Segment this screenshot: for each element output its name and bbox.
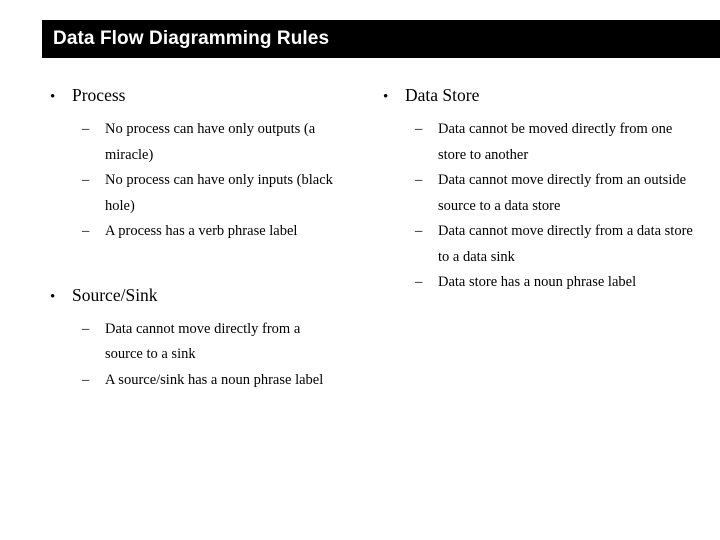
list-item: – No process can have only outputs (a mi… <box>82 117 374 168</box>
list-item: – A process has a verb phrase label <box>82 219 374 245</box>
list-item-label: Data cannot be moved directly from one s… <box>438 121 673 163</box>
bullet-dot-icon: • <box>383 89 389 105</box>
bullet-dot-icon: • <box>50 89 56 105</box>
list-item-label: Data store has a noun phrase label <box>438 274 637 290</box>
sublist-process: – No process can have only outputs (a mi… <box>82 117 374 245</box>
list-item-label: No process can have only inputs (black h… <box>105 172 333 214</box>
list-item-label: No process can have only outputs (a mira… <box>105 121 316 163</box>
bullet-dash-icon: – <box>415 121 423 137</box>
bullet-level1-process: • Process <box>50 84 374 108</box>
bullet-dash-icon: – <box>415 274 423 290</box>
bullet-level1-label: Data Store <box>405 85 480 105</box>
list-item: – Data cannot be moved directly from one… <box>415 117 713 168</box>
list-item-label: A source/sink has a noun phrase label <box>105 371 324 388</box>
list-item: – Data cannot move directly from an outs… <box>415 168 713 219</box>
slide-title-bar: Data Flow Diagramming Rules <box>42 20 720 58</box>
bullet-level1-label: Source/Sink <box>72 284 158 305</box>
page-title: Data Flow Diagramming Rules <box>53 28 330 49</box>
bullet-level1-data-store: • Data Store <box>383 84 713 108</box>
bullet-dash-icon: – <box>415 172 423 188</box>
list-item: – Data cannot move directly from a sourc… <box>82 317 374 368</box>
bullet-dash-icon: – <box>82 320 90 337</box>
slide-body: • Process – No process can have only out… <box>0 58 720 540</box>
sublist-data-store: – Data cannot be moved directly from one… <box>415 117 713 296</box>
list-item: – A source/sink has a noun phrase label <box>82 368 374 394</box>
bullet-dash-icon: – <box>82 121 90 137</box>
bullet-dash-icon: – <box>415 223 423 239</box>
content-column-right: • Data Store – Data cannot be moved dire… <box>377 58 713 296</box>
bullet-level1-label: Process <box>72 85 126 105</box>
bullet-dot-icon: • <box>50 288 56 305</box>
bullet-dash-icon: – <box>82 371 90 388</box>
list-item: – Data store has a noun phrase label <box>415 270 713 296</box>
content-column-left: • Process – No process can have only out… <box>44 58 374 393</box>
list-item-label: Data cannot move directly from a source … <box>105 320 301 363</box>
list-item-label: A process has a verb phrase label <box>105 223 298 239</box>
bullet-level1-source-sink: • Source/Sink <box>50 284 374 308</box>
list-item: – Data cannot move directly from a data … <box>415 219 713 270</box>
bullet-group-process: • Process – No process can have only out… <box>44 84 374 245</box>
bullet-group-source-sink: • Source/Sink – Data cannot move directl… <box>44 284 374 394</box>
bullet-group-data-store: • Data Store – Data cannot be moved dire… <box>377 84 713 296</box>
bullet-dash-icon: – <box>82 223 90 239</box>
list-item-label: Data cannot move directly from an outsid… <box>438 172 687 214</box>
sublist-source-sink: – Data cannot move directly from a sourc… <box>82 317 374 394</box>
list-item: – No process can have only inputs (black… <box>82 168 374 219</box>
list-item-label: Data cannot move directly from a data st… <box>438 223 693 265</box>
group-spacer <box>44 245 374 257</box>
bullet-dash-icon: – <box>82 172 90 188</box>
